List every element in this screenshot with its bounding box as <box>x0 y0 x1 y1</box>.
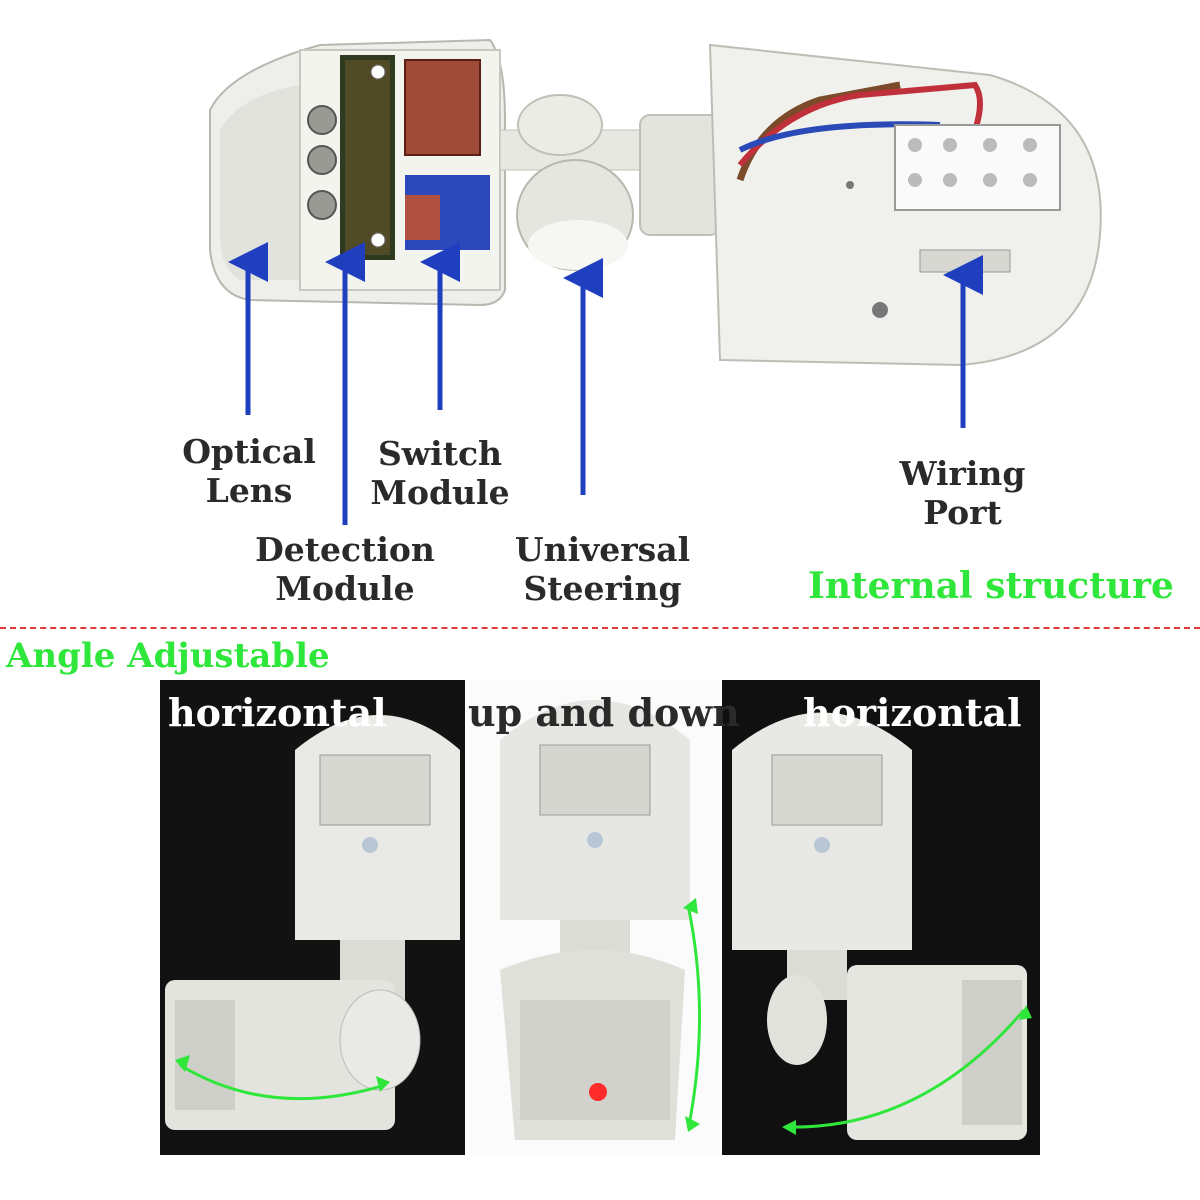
label-switch-module-line2: Module <box>370 473 510 512</box>
photo-up-and-down <box>470 680 720 1155</box>
label-universal-steering-line2: Steering <box>523 569 682 608</box>
photo-label-horizontal-right: horizontal <box>803 690 1022 735</box>
section-divider <box>0 627 1200 629</box>
section-title-angle-adjustable: Angle Adjustable <box>6 636 330 676</box>
photo-label-up-and-down: up and down <box>468 690 740 735</box>
photo-label-horizontal-left: horizontal <box>168 690 387 735</box>
label-detection-module-line2: Module <box>275 569 415 608</box>
label-universal-steering-line1: Universal <box>514 530 691 569</box>
label-wiring-port: Wiring Port <box>890 454 1035 532</box>
label-wiring-port-line2: Port <box>923 493 1002 532</box>
wiring-base <box>708 43 1102 367</box>
label-switch-module-line1: Switch <box>377 434 503 473</box>
photo-horizontal-right <box>722 680 1040 1155</box>
universal-steering-joint <box>499 94 721 271</box>
label-detection-module-line1: Detection <box>255 530 435 569</box>
label-optical-lens-line1: Optical <box>182 432 316 471</box>
label-detection-module: Detection Module <box>255 530 435 608</box>
label-optical-lens: Optical Lens <box>170 432 328 510</box>
label-switch-module: Switch Module <box>370 434 510 512</box>
internal-structure-illustration <box>209 38 1102 525</box>
section-title-internal-structure: Internal structure <box>808 565 1174 607</box>
sensor-housing-open <box>209 38 506 307</box>
label-universal-steering: Universal Steering <box>510 530 695 608</box>
label-optical-lens-line2: Lens <box>205 471 293 510</box>
photo-horizontal-left <box>160 680 465 1155</box>
label-wiring-port-line1: Wiring <box>899 454 1026 493</box>
